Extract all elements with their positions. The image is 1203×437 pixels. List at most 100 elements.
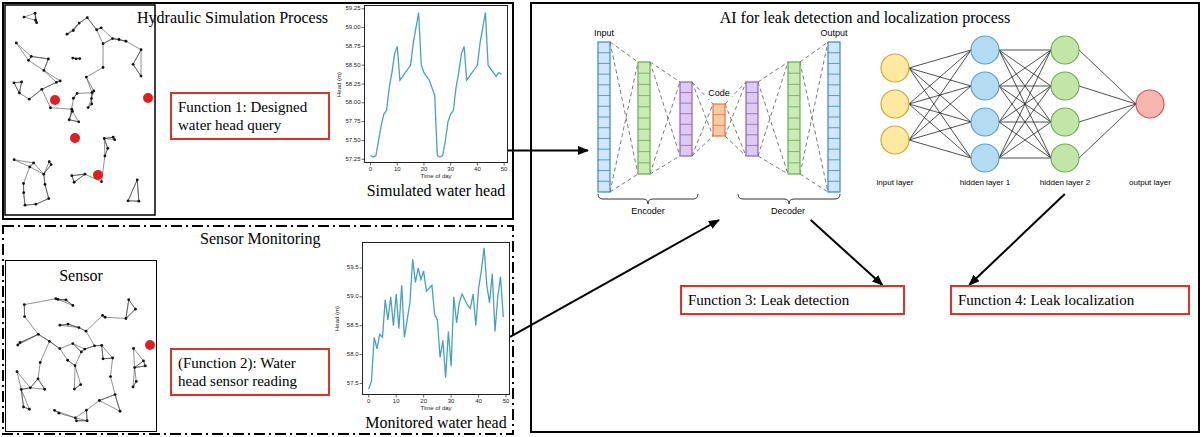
- layer-cell: [598, 159, 610, 160]
- pipe-line: [30, 167, 44, 174]
- pipe-line: [21, 389, 23, 407]
- pipe-network: [16, 297, 155, 422]
- sensor-dot: [70, 133, 80, 143]
- nn-link: [999, 50, 1051, 158]
- junction-dot: [34, 203, 37, 206]
- junction-dot: [100, 180, 103, 183]
- layer-cell: [788, 162, 800, 163]
- junction-dot: [42, 69, 45, 72]
- pipe-line: [35, 13, 37, 23]
- axis-label: 58.75: [345, 43, 360, 50]
- pipe-line: [44, 70, 57, 82]
- pipe-line: [85, 346, 95, 349]
- junction-dot: [136, 179, 139, 182]
- junction-dot: [132, 347, 135, 350]
- junction-dot: [77, 120, 80, 123]
- pipe-line: [67, 23, 79, 34]
- pipe-line: [86, 410, 88, 421]
- layer-cell: [638, 73, 650, 74]
- junction-dot: [140, 75, 143, 78]
- pipe-line: [133, 50, 141, 65]
- pipe-line: [28, 60, 43, 70]
- pipe-line: [60, 325, 79, 327]
- junction-dot: [59, 80, 62, 83]
- junction-dot: [28, 165, 31, 168]
- pipe-line: [86, 410, 88, 421]
- junction-dot: [98, 399, 101, 402]
- layer-cell: [598, 181, 610, 182]
- layer-cell: [828, 127, 840, 128]
- panel-node: Hydraulic Simulation ProcessFunction 1: …: [2, 2, 514, 220]
- pipe-line: [30, 388, 44, 389]
- pipe-line: [30, 379, 38, 388]
- layer-cell: [788, 106, 800, 107]
- panel-title: Hydraulic Simulation Process: [137, 8, 328, 27]
- dash-dot-border: [2, 225, 514, 435]
- pipe-line: [44, 174, 45, 184]
- dashed-link: [650, 156, 680, 174]
- pipe-line: [103, 358, 113, 360]
- pipe-line: [45, 185, 49, 199]
- junction-dot: [112, 136, 115, 139]
- layer-cell: [828, 52, 840, 53]
- junction-dot: [86, 16, 89, 19]
- nn-link: [999, 50, 1051, 86]
- nn-link: [999, 50, 1051, 122]
- pipe-line: [126, 300, 129, 319]
- chart-node: Simulated water head: [364, 5, 508, 163]
- tick-mark: [397, 163, 398, 166]
- pipe-line: [72, 111, 78, 122]
- neuron: [971, 144, 999, 172]
- pipe-line: [126, 41, 141, 49]
- junction-dot: [75, 419, 78, 422]
- junction-dot: [39, 361, 42, 364]
- nn-link: [1079, 104, 1136, 158]
- layer-cell: [828, 117, 840, 118]
- junction-dot: [71, 304, 74, 307]
- nn-link: [909, 50, 971, 68]
- layer-cell: [788, 140, 800, 141]
- layer-cell: [598, 84, 610, 85]
- junction-dot: [72, 97, 75, 100]
- junction-dot: [132, 63, 135, 66]
- pipe-line: [42, 82, 57, 89]
- layer-cell: [598, 127, 610, 128]
- layer-cell: [788, 129, 800, 130]
- junction-dot: [137, 200, 140, 203]
- panel-title: AI for leak detection and localization p…: [720, 8, 1011, 27]
- axis-label: Time of day: [420, 405, 451, 412]
- pipe-line: [44, 59, 49, 71]
- ae-node: InputOutputCodeEncoderDecoder: [588, 24, 850, 220]
- head-series: [371, 13, 502, 158]
- axis-label: 58.50: [345, 62, 360, 69]
- axis-label: 0: [367, 398, 370, 405]
- pipe-line: [24, 13, 35, 17]
- autoencoder-label: Code: [706, 88, 732, 99]
- junction-dot: [66, 359, 69, 362]
- pipe-line: [86, 331, 94, 346]
- pipe-line: [44, 70, 60, 80]
- dashed-link: [650, 62, 680, 156]
- axis-label: 30: [448, 398, 455, 405]
- autoencoder-label: Encoder: [631, 206, 665, 217]
- pipe-line: [113, 39, 126, 42]
- axis-label: Head (m): [336, 71, 343, 96]
- function-label: (Function 2): Water head sensor reading: [178, 354, 322, 390]
- pipe-line: [21, 389, 29, 409]
- layer-cell: [598, 170, 610, 171]
- func-node: (Function 2): Water head sensor reading: [170, 348, 330, 396]
- pipe-line: [86, 67, 103, 77]
- pipe-line: [102, 345, 113, 358]
- pipe-line: [133, 64, 141, 76]
- junction-dot: [142, 359, 145, 362]
- layer-cell: [746, 92, 758, 93]
- junction-dot: [135, 380, 138, 383]
- junction-dot: [28, 98, 31, 101]
- axis-label: 0: [369, 166, 372, 173]
- junction-dot: [106, 147, 109, 150]
- axis-label: Time of day: [420, 173, 451, 180]
- map-node: Sensor: [5, 260, 157, 432]
- flow-arrow: [811, 220, 883, 285]
- junction-dot: [48, 340, 51, 343]
- junction-dot: [28, 408, 31, 411]
